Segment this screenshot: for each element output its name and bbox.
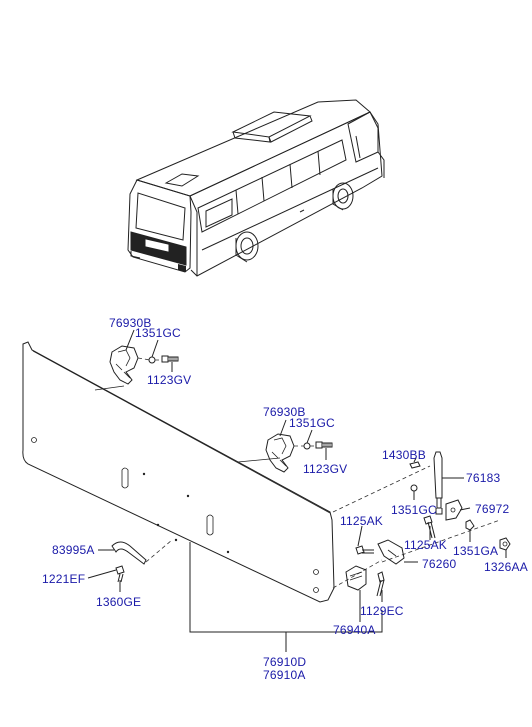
label-1351gc-right: 1351GC xyxy=(391,503,437,517)
gas-strut-assembly xyxy=(332,451,511,589)
label-1125ak-b: 1125AK xyxy=(404,538,448,552)
label-1129ec: 1129EC xyxy=(360,604,404,618)
label-76910d: 76910D xyxy=(263,655,307,669)
label-76940a: 76940A xyxy=(333,623,376,637)
label-1351gc-mid: 1351GC xyxy=(289,416,335,430)
label-76930b-top: 76930B xyxy=(109,316,152,330)
tailgate-panel xyxy=(22,341,335,603)
leader-lines xyxy=(87,329,507,652)
label-1125ak-a: 1125AK xyxy=(340,514,384,528)
label-1123gv-mid: 1123GV xyxy=(303,462,348,476)
label-1221ef: 1221EF xyxy=(42,572,86,586)
bus-illustration xyxy=(127,99,385,277)
label-1360ge: 1360GE xyxy=(96,595,142,609)
label-1326aa: 1326AA xyxy=(484,560,528,574)
latch-assembly xyxy=(345,565,385,597)
label-76260: 76260 xyxy=(422,557,457,571)
hinge-top xyxy=(109,345,179,385)
label-76930b-mid: 76930B xyxy=(263,405,306,419)
label-76910a: 76910A xyxy=(263,668,306,682)
label-76972: 76972 xyxy=(475,502,510,516)
label-83995a: 83995A xyxy=(52,543,95,557)
handle-83995a xyxy=(111,539,173,583)
label-1123gv-top: 1123GV xyxy=(147,373,192,387)
label-76183: 76183 xyxy=(466,471,501,485)
label-1430bb: 1430BB xyxy=(382,448,426,462)
label-1351ga: 1351GA xyxy=(453,544,499,558)
label-1351gc-top: 1351GC xyxy=(135,326,181,340)
hinge-mid xyxy=(265,433,333,473)
